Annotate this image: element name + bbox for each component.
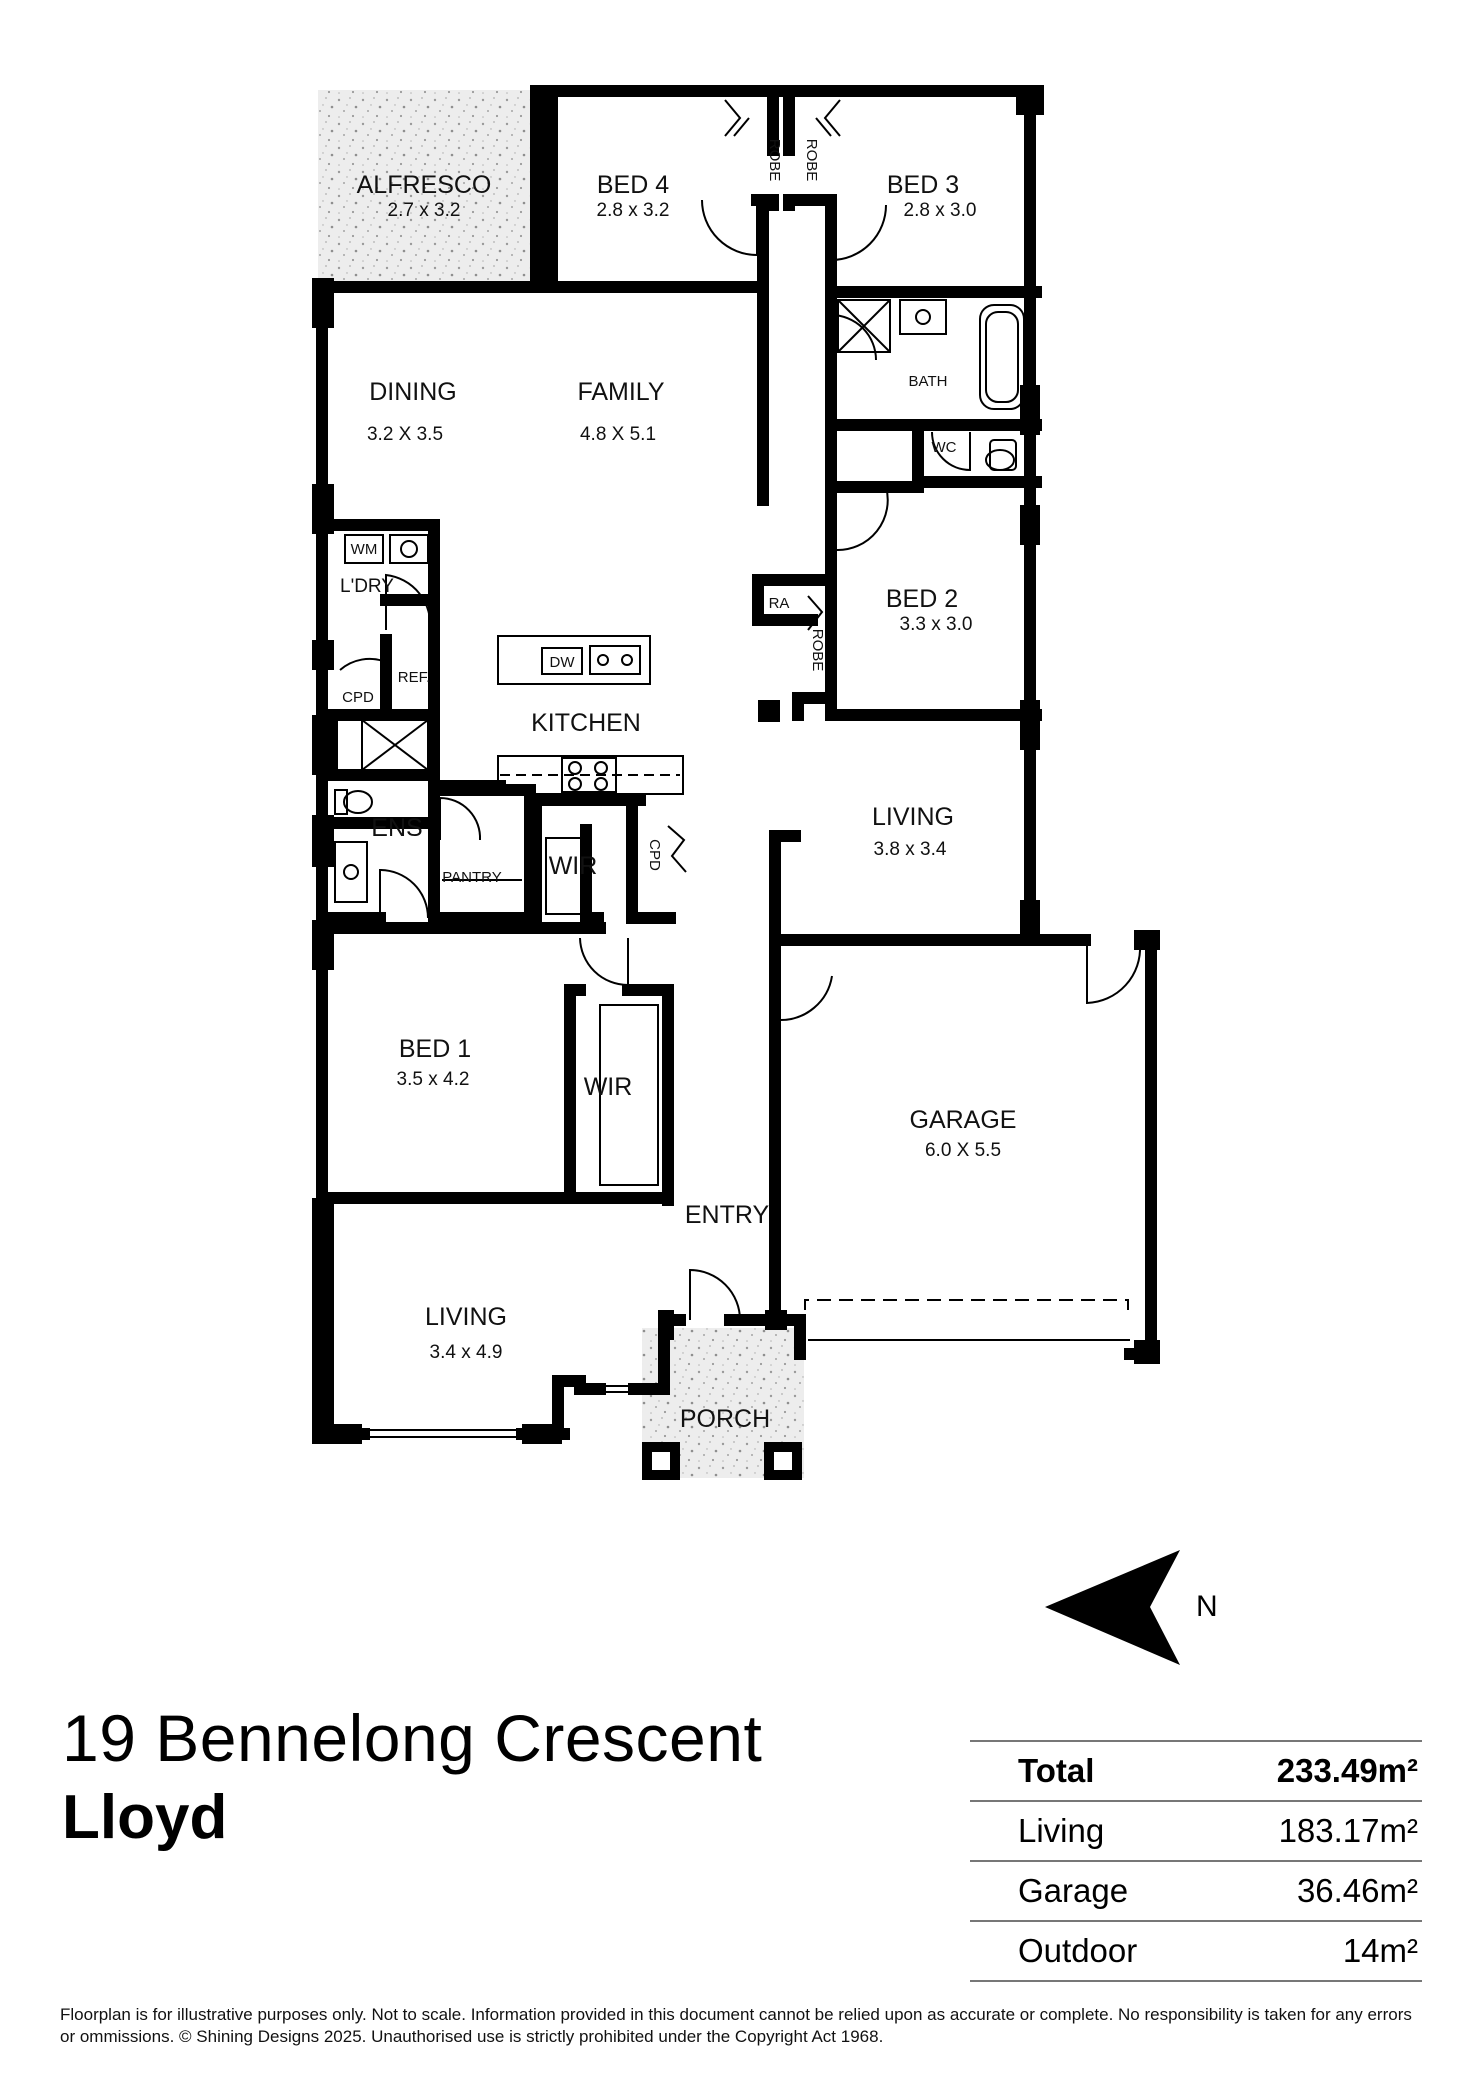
- ra-label: RA: [769, 595, 790, 612]
- bed3-label: BED 3: [887, 171, 959, 199]
- area-label: Total: [970, 1740, 1212, 1801]
- bed2-label: BED 2: [886, 585, 958, 613]
- bed2-dims: 3.3 x 3.0: [900, 614, 973, 635]
- kitchen-label: KITCHEN: [531, 709, 641, 737]
- doors: [339, 99, 1142, 1321]
- pantry-label: PANTRY: [442, 869, 501, 886]
- robe-label-bed2: ROBE: [809, 629, 826, 672]
- alfresco-dims: 2.7 x 3.2: [388, 200, 461, 221]
- dining-dims: 3.2 X 3.5: [367, 424, 443, 445]
- bed3-dims: 2.8 x 3.0: [904, 200, 977, 221]
- garage-dims: 6.0 X 5.5: [925, 1140, 1001, 1161]
- area-row-garage: Garage 36.46m²: [970, 1860, 1422, 1921]
- family-dims: 4.8 X 5.1: [580, 424, 656, 445]
- bed1-label: BED 1: [399, 1035, 471, 1063]
- floor-plan: ALFRESCO 2.7 x 3.2 BED 4 2.8 x 3.2 BED 3…: [312, 85, 1218, 1665]
- north-label: N: [1196, 1590, 1218, 1623]
- ref-label: REF.: [398, 669, 431, 686]
- bed4-dims: 2.8 x 3.2: [597, 200, 670, 221]
- area-label: Garage: [970, 1860, 1212, 1921]
- area-summary-table: Total 233.49m² Living 183.17m² Garage 36…: [970, 1740, 1422, 1982]
- area-label: Living: [970, 1800, 1212, 1861]
- property-address: 19 Bennelong Crescent: [62, 1701, 763, 1775]
- alfresco-area: [318, 90, 530, 282]
- area-value: 14m²: [1211, 1920, 1422, 1982]
- wc-label: WC: [932, 439, 957, 456]
- windows: [317, 87, 1035, 1438]
- living-front-label: LIVING: [425, 1303, 507, 1331]
- house-model: Lloyd: [62, 1783, 228, 1852]
- wm-label: WM: [351, 541, 378, 558]
- north-arrow-icon: N: [1045, 1550, 1218, 1665]
- robe-label-bed4: ROBE: [766, 139, 783, 182]
- garage-label: GARAGE: [910, 1106, 1017, 1134]
- room-labels: ALFRESCO 2.7 x 3.2 BED 4 2.8 x 3.2 BED 3…: [340, 139, 1016, 1433]
- area-value: 183.17m²: [1211, 1800, 1422, 1861]
- robe-label-bed3: ROBE: [803, 139, 820, 182]
- entry-label: ENTRY: [685, 1201, 770, 1229]
- area-row-living: Living 183.17m²: [970, 1800, 1422, 1861]
- porch-label: PORCH: [680, 1405, 770, 1433]
- ens-label: ENS: [371, 814, 422, 842]
- area-row-total: Total 233.49m²: [970, 1740, 1422, 1801]
- fixtures: [334, 299, 1130, 1341]
- alfresco-label: ALFRESCO: [357, 171, 492, 199]
- dining-label: DINING: [369, 378, 457, 406]
- living-front-dims: 3.4 x 4.9: [430, 1342, 503, 1363]
- bath-label: BATH: [909, 373, 948, 390]
- area-label: Outdoor: [970, 1920, 1212, 1982]
- cpd-label: CPD: [342, 689, 374, 706]
- living-rear-label: LIVING: [872, 803, 954, 831]
- dw-label: DW: [550, 654, 576, 671]
- area-value: 36.46m²: [1211, 1860, 1422, 1921]
- wir1-label: WIR: [549, 852, 598, 880]
- wir2-label: WIR: [584, 1073, 633, 1101]
- bed4-label: BED 4: [597, 171, 669, 199]
- bed1-dims: 3.5 x 4.2: [397, 1069, 470, 1090]
- area-row-outdoor: Outdoor 14m²: [970, 1920, 1422, 1982]
- living-rear-dims: 3.8 x 3.4: [874, 839, 947, 860]
- disclaimer-text: Floorplan is for illustrative purposes o…: [60, 2005, 1412, 2046]
- wall-corners: [312, 85, 1160, 1444]
- area-value: 233.49m²: [1211, 1740, 1422, 1801]
- cpd2-label: CPD: [646, 839, 663, 871]
- family-label: FAMILY: [577, 378, 664, 406]
- laundry-label: L'DRY: [340, 576, 394, 597]
